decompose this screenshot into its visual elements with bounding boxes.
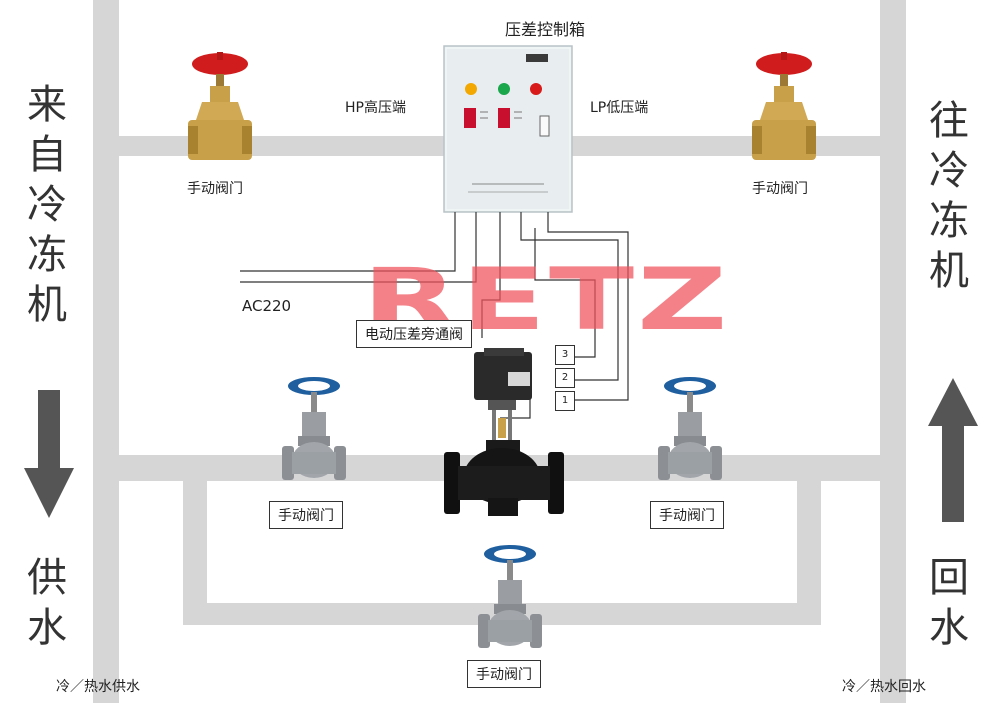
terminal-3: 3 bbox=[555, 345, 575, 365]
lp-port-label: LP低压端 bbox=[590, 100, 649, 116]
control-box-title: 压差控制箱 bbox=[505, 20, 586, 39]
down-arrow-icon bbox=[24, 390, 74, 518]
pressure-control-box[interactable] bbox=[443, 45, 574, 214]
hp-port-label: HP高压端 bbox=[345, 100, 406, 116]
manual-valve-label-left: 手动阀门 bbox=[269, 501, 343, 529]
steel-valve-right[interactable] bbox=[656, 376, 726, 488]
electric-bypass-valve[interactable] bbox=[440, 348, 570, 523]
bypass-valve-label: 电动压差旁通阀 bbox=[356, 320, 472, 348]
power-label: AC220 bbox=[242, 297, 292, 315]
right-return-label: 回水 bbox=[929, 555, 969, 651]
steel-valve-bottom[interactable] bbox=[476, 544, 546, 656]
manual-valve-label-top-left: 手动阀门 bbox=[187, 181, 243, 197]
right-vertical-pipe bbox=[880, 0, 906, 703]
left-supply-label: 供水 bbox=[27, 555, 67, 651]
brass-valve-left[interactable] bbox=[188, 50, 258, 165]
right-dest-label: 往冷冻机 bbox=[929, 98, 969, 294]
supply-footer-label: 冷／热水供水 bbox=[56, 679, 140, 695]
brass-valve-right[interactable] bbox=[752, 50, 822, 165]
manual-valve-label-bottom: 手动阀门 bbox=[467, 660, 541, 688]
terminal-2: 2 bbox=[555, 368, 575, 388]
manual-valve-label-top-right: 手动阀门 bbox=[752, 181, 808, 197]
bypass-right-riser bbox=[797, 481, 821, 621]
left-vertical-pipe bbox=[93, 0, 119, 703]
terminal-block: 3 2 1 bbox=[555, 345, 575, 411]
steel-valve-left[interactable] bbox=[280, 376, 350, 488]
terminal-1: 1 bbox=[555, 391, 575, 411]
left-source-label: 来自冷冻机 bbox=[27, 82, 67, 328]
return-footer-label: 冷／热水回水 bbox=[842, 679, 926, 695]
manual-valve-label-right: 手动阀门 bbox=[650, 501, 724, 529]
bypass-left-riser bbox=[183, 481, 207, 621]
up-arrow-icon bbox=[928, 378, 978, 522]
